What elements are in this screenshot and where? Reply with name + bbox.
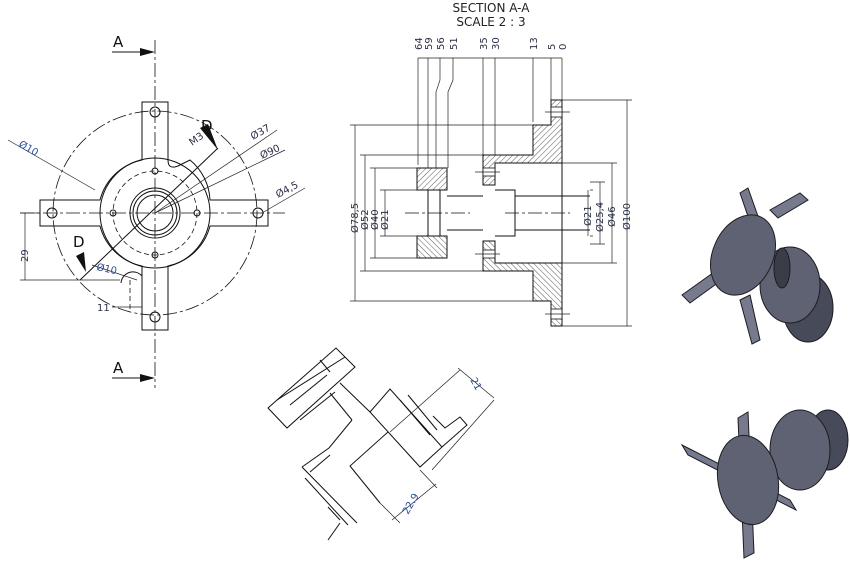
- flange-outline: [39, 101, 269, 331]
- dia-label: Ø100: [621, 203, 633, 230]
- bolt-hole: [109, 209, 117, 217]
- leader-dia10-top: [7, 139, 96, 191]
- dia-10-top-label: Ø10: [17, 138, 41, 159]
- arrow-head-icon: [140, 374, 155, 382]
- shaded-view-bottom: [680, 409, 849, 559]
- section-view: SECTION A-A SCALE 2 : 3 64 59 56 51 35 3…: [349, 1, 633, 327]
- section-marker-bottom: A: [113, 359, 124, 377]
- bore-mid: [132, 190, 178, 236]
- iso-block-lines: [276, 356, 346, 421]
- right-dimension-lines: [562, 99, 632, 327]
- outer-pitch-circle: [52, 110, 258, 316]
- arrow-head-icon: [76, 252, 86, 272]
- left-dimension-lines: [350, 124, 533, 302]
- bolt-hole: [193, 209, 201, 217]
- dia-label: Ø21: [582, 205, 594, 226]
- bore: [773, 247, 791, 289]
- ordinate-label: 35: [479, 37, 490, 50]
- dia-90-label: Ø90: [258, 142, 282, 162]
- ordinate-label: 59: [424, 37, 435, 50]
- ring-section: [416, 235, 448, 259]
- ordinate-label: 0: [558, 44, 569, 50]
- detail-label-top: D: [201, 117, 213, 135]
- ordinate-label: 56: [436, 37, 447, 50]
- dia-label: Ø78,5: [349, 203, 361, 233]
- leader-dia37: [154, 129, 278, 214]
- ordinate-label: 51: [449, 37, 460, 50]
- hub-face: [716, 434, 780, 526]
- hub-circle: [99, 157, 211, 269]
- dia-label: Ø21: [379, 209, 391, 230]
- left-diameter-labels: Ø78,5 Ø52 Ø40 Ø21: [349, 203, 391, 233]
- hub-face: [710, 214, 776, 296]
- bolt-hole: [151, 251, 159, 259]
- arm-hole: [149, 311, 161, 323]
- dia-label: Ø40: [369, 209, 381, 230]
- dia-37-label: Ø37: [249, 122, 273, 143]
- ordinate-label: 5: [547, 44, 558, 50]
- iso-block: [267, 347, 356, 429]
- arrow-head-icon: [200, 124, 218, 150]
- leader-dia4-5: [261, 187, 306, 214]
- bolt-circle: [112, 170, 198, 256]
- section-scale: SCALE 2 : 3: [456, 15, 525, 29]
- section-lower-half: [416, 235, 563, 327]
- leader-dia90: [154, 149, 286, 214]
- iso-tube: [369, 388, 443, 468]
- arm-right: [769, 192, 809, 219]
- dim-22-9-label: 22.9: [401, 492, 422, 517]
- arm-hole: [149, 106, 161, 118]
- ordinate-extension-lines: [417, 58, 563, 168]
- dia-label: Ø52: [359, 209, 371, 230]
- ring: [769, 409, 831, 491]
- shaded-view-top: [681, 187, 834, 345]
- section-title: SECTION A-A: [453, 1, 531, 15]
- detail-label-bottom: D: [73, 233, 85, 251]
- bore-inner: [136, 194, 174, 232]
- iso-leg: [329, 382, 371, 421]
- dia-label: Ø25,4: [594, 202, 606, 232]
- arm-bottom: [739, 294, 761, 345]
- leader-dia10-bottom: [91, 264, 138, 281]
- section-marker-top: A: [113, 33, 124, 51]
- arrow-head-icon: [140, 48, 155, 56]
- dia-4-5-label: Ø4,5: [274, 179, 301, 201]
- dim-21-lines: [389, 367, 495, 471]
- ordinate-label: 13: [529, 37, 540, 50]
- dim-21-label: 21: [467, 376, 483, 393]
- dim-11-label: 11: [97, 303, 110, 314]
- section-upper-half: [416, 99, 563, 191]
- ordinate-labels: 64 59 56 51 35 30 13 5 0: [414, 37, 569, 50]
- ordinate-label: 64: [414, 37, 425, 50]
- detail-cut-line: [79, 147, 219, 281]
- ordinate-label: 30: [491, 37, 502, 50]
- front-view: A A D D Ø10 M3 Ø37 Ø90 Ø4,5 Ø10 29 11: [7, 33, 306, 388]
- dim-22-9-lines: [379, 469, 438, 524]
- dia-label: Ø46: [606, 206, 618, 227]
- dia-10-bottom-label: Ø10: [95, 261, 118, 277]
- iso-lower-l: [301, 419, 389, 541]
- ring-section: [416, 167, 448, 191]
- isometric-view: 21 22.9: [267, 347, 495, 541]
- bolt-hole: [151, 167, 159, 175]
- hole-centerlines: [475, 111, 570, 315]
- iso-step: [399, 394, 468, 448]
- bore-outer: [129, 187, 181, 239]
- arm-hole: [46, 207, 58, 219]
- fillet-arc: [120, 271, 143, 284]
- arm-hole: [252, 207, 264, 219]
- dim-29-label: 29: [20, 249, 31, 262]
- right-diameter-labels: Ø21 Ø25,4 Ø46 Ø100: [582, 202, 633, 232]
